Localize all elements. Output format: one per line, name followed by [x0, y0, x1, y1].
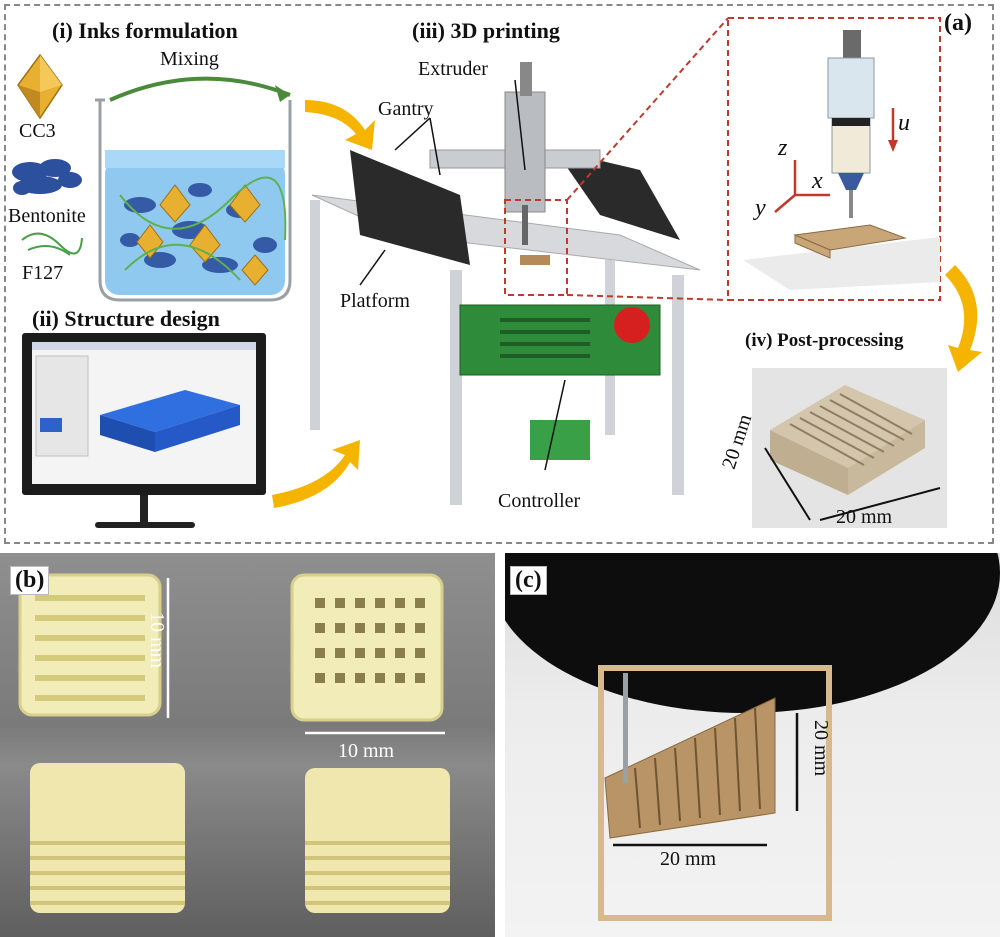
panel-c-dim-vertical: 20 mm: [810, 720, 832, 777]
extruder-label: Extruder: [418, 58, 488, 80]
post-dims: [764, 447, 941, 521]
axes-icon: [774, 160, 830, 213]
platform-label: Platform: [340, 290, 410, 312]
legend-cc3: CC3: [19, 120, 56, 142]
post-scaffold: [770, 385, 925, 495]
leader-lines: [359, 79, 566, 471]
gantry-label: Gantry: [378, 98, 434, 120]
mixing-label: Mixing: [160, 48, 219, 70]
monitor-icon: [22, 333, 266, 528]
panel-b-photo: [0, 553, 495, 937]
legend-f127: F127: [22, 262, 64, 284]
arrow-inks-to-printer: [305, 100, 375, 150]
emergency-stop-icon: [614, 307, 650, 343]
panel-b-dim-vertical: 10 mm: [146, 612, 168, 669]
panel-c-scene: [505, 553, 1000, 921]
arrow-design-to-printer: [272, 440, 360, 508]
axis-x-label: x: [812, 168, 823, 194]
mixing-arrow-head: [275, 85, 290, 102]
mixing-arrow: [109, 76, 291, 102]
u-arrow-head: [888, 140, 898, 152]
panel-c-photo: [505, 553, 1000, 937]
legend-bentonite: Bentonite: [8, 205, 86, 227]
inks-title: (i) Inks formulation: [52, 18, 238, 43]
f127-icon: [21, 232, 83, 256]
panel-b-letter: (b): [10, 566, 50, 595]
structure-title: (ii) Structure design: [32, 306, 220, 331]
beaker-particles: [119, 176, 287, 286]
panel-b-scaffolds: [18, 573, 450, 913]
axis-u-label: u: [898, 110, 910, 136]
flow-arrows: [272, 100, 982, 508]
axis-y-label: y: [755, 195, 766, 221]
panel-b-dim-horizontal: 10 mm: [338, 740, 395, 762]
controller-label: Controller: [498, 490, 581, 512]
zoom-frame: [504, 17, 941, 301]
syringe-icon: [827, 30, 875, 218]
arrow-inset-to-post: [945, 265, 982, 372]
post-title: (iv) Post-processing: [745, 330, 904, 351]
cc3-icon: [17, 53, 63, 120]
bentonite-icon: [12, 159, 82, 195]
inset-scaffold: [793, 224, 907, 259]
print-bed-inset: [743, 237, 940, 290]
panel-a-letter: (a): [940, 10, 976, 37]
panel-c-letter: (c): [510, 566, 547, 595]
post-dim-horizontal: 20 mm: [836, 506, 893, 528]
printing-title: (iii) 3D printing: [412, 18, 560, 43]
axis-z-label: z: [778, 135, 788, 161]
panel-c-dim-horizontal: 20 mm: [660, 848, 717, 870]
